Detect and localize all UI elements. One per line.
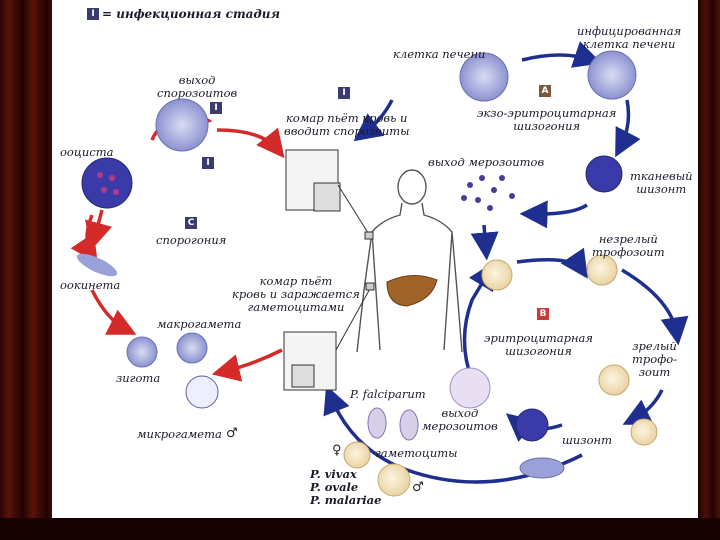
bottom-bar-background [0, 518, 720, 540]
gametocyte-band [519, 457, 565, 479]
legend-text: = инфекционная стадия [102, 7, 281, 21]
mature-trophozoite-rbc [598, 364, 630, 396]
falciparum-gametocyte-1 [367, 407, 387, 439]
left-curtain-background [0, 0, 52, 540]
connector-top [337, 184, 371, 237]
symbol-female-gametocyte: ♀ [332, 443, 342, 458]
label-merozoite-exit-1: выход мерозоитов [428, 155, 545, 169]
infectious-stage-marker: I [87, 8, 99, 20]
right-curtain-background [698, 0, 720, 540]
ookinete-cell [76, 253, 118, 277]
gametocyte-female [343, 441, 371, 469]
label-liver-cell: клетка печени [393, 47, 486, 61]
merozoite-release-rbc [449, 367, 491, 409]
stage-tag-ery: B [537, 308, 549, 320]
stage-tag-exo: A [539, 85, 551, 97]
oocyst-cell [81, 157, 133, 209]
symbol-male-gametocyte: ♂ [412, 480, 424, 495]
merozoite-cloud [461, 175, 515, 211]
label-microgamete: микрогамета [137, 427, 222, 441]
symbol-male-microgamete: ♂ [226, 426, 238, 441]
macrogamete-cell [176, 332, 208, 364]
sporozoite-exit-cell [155, 98, 209, 152]
label-gametocytes: гаметоциты [375, 446, 458, 460]
stage-tag-sporo: C [185, 217, 197, 229]
slide: I = инфекционная стадия I I I A B C выхо… [52, 0, 698, 518]
oocyst-dots [97, 172, 119, 195]
gametocyte-male [377, 463, 411, 497]
label-macrogamete: макрогамета [157, 317, 242, 331]
infectious-marker-sporozoite: I [202, 157, 214, 169]
human-silhouette [356, 169, 463, 353]
immature-trophozoite-rbc [481, 259, 513, 291]
label-zygote: зигота [116, 371, 161, 385]
microgamete-cell [185, 375, 219, 409]
label-ookinete: оокинета [60, 278, 121, 292]
label-oocyst: ооциста [60, 145, 114, 159]
connector-bottom [335, 284, 373, 351]
infectious-marker-mosquito-bite: I [338, 87, 350, 99]
mosquito-detail-top [313, 182, 341, 212]
liver-shape [386, 275, 438, 307]
immature-trophozoite-rbc-2 [586, 254, 618, 286]
tissue-schizont-cell [585, 155, 623, 193]
mosquito-detail-bottom [291, 364, 315, 388]
label-schizont: шизонт [562, 433, 612, 447]
label-p-falciparum: P. falciparum [350, 387, 426, 401]
schizont-rbc-2 [630, 418, 658, 446]
falciparum-gametocyte-2 [399, 409, 419, 441]
zygote-cell [126, 336, 158, 368]
infected-liver-cell [587, 50, 637, 100]
infectious-marker-oocyst: I [210, 102, 222, 114]
label-sporogony: спорогония [156, 233, 227, 247]
life-cycle-diagram [70, 41, 689, 497]
arm-marker-lower [365, 282, 375, 291]
arm-marker [364, 231, 374, 240]
liver-cell [459, 52, 509, 102]
schizont-rbc [515, 408, 549, 442]
